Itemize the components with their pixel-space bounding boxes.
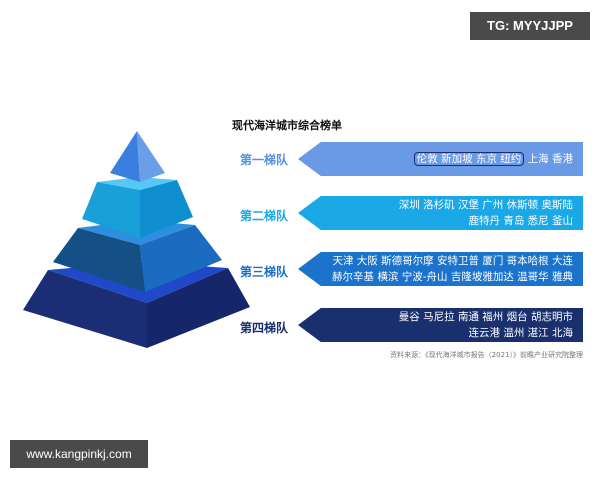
tier-4-line-1: 曼谷 马尼拉 南通 福州 烟台 胡志明市	[398, 311, 573, 323]
watermark-bottom: www.kangpinkj.com	[10, 440, 148, 468]
tier-2-label: 第二梯队	[240, 209, 289, 223]
tier-1-highlight: 伦敦 新加坡 东京 纽约	[413, 152, 525, 166]
tier-1-line: 上海 香港	[527, 153, 573, 165]
tier-2-banner: 深圳 洛杉矶 汉堡 广州 休斯顿 奥斯陆 鹿特丹 青岛 悉尼 釜山	[298, 196, 583, 230]
tier-2-line-2: 鹿特丹 青岛 悉尼 釜山	[468, 215, 573, 227]
watermark-top: TG: MYYJJPP	[470, 12, 590, 40]
tier-4-label: 第四梯队	[240, 321, 289, 335]
tier-3-banner: 天津 大阪 斯德哥尔摩 安特卫普 厦门 哥本哈根 大连 赫尔辛基 横滨 宁波-舟…	[298, 252, 583, 286]
tier-1-banner: 伦敦 新加坡 东京 纽约 上海 香港	[298, 142, 583, 176]
tier-2-line-1: 深圳 洛杉矶 汉堡 广州 休斯顿 奥斯陆	[398, 199, 573, 211]
tier-1-label: 第一梯队	[240, 153, 289, 167]
tier-3-line-1: 天津 大阪 斯德哥尔摩 安特卫普 厦门 哥本哈根 大连	[332, 255, 573, 267]
source-note: 资料来源：《现代海洋城市报告（2021）》前瞻产业研究院整理	[390, 351, 583, 359]
pyramid-tier-2	[82, 177, 193, 238]
tier-4-banner: 曼谷 马尼拉 南通 福州 烟台 胡志明市 连云港 温州 湛江 北海	[298, 308, 583, 342]
tier-3-line-2: 赫尔辛基 横滨 宁波-舟山 吉隆坡雅加达 温哥华 雅典	[332, 271, 573, 283]
chart-title: 现代海洋城市综合榜单	[232, 119, 342, 132]
tier-4-line-2: 连云港 温州 湛江 北海	[468, 327, 573, 339]
pyramid-tier-1	[110, 131, 165, 182]
tier-3-label: 第三梯队	[240, 265, 289, 279]
